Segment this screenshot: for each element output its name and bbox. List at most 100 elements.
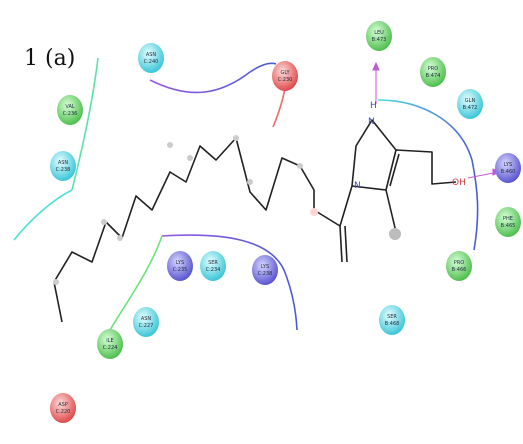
residue-disc: ASP C:220 xyxy=(50,393,76,423)
residue-name: ASP xyxy=(58,402,68,408)
residue-number: B:472 xyxy=(463,105,478,111)
pocket-contours xyxy=(13,57,479,331)
residue-number: C:234 xyxy=(206,267,221,273)
hbond-leu-arrowhead xyxy=(372,61,380,71)
residue-disc: VAL C:236 xyxy=(57,95,83,125)
residue-disc: LYS C:235 xyxy=(167,251,193,281)
contour-bottom xyxy=(161,234,298,331)
residue-disc: GLN B:472 xyxy=(457,89,483,119)
atom-h-top: H xyxy=(370,101,377,111)
residue-name: SER xyxy=(387,314,397,320)
h-atom xyxy=(297,163,303,169)
residue-number: C:227 xyxy=(139,323,154,329)
hydroxyethyl-chain xyxy=(395,149,457,185)
residue-number: C:235 xyxy=(173,267,188,273)
contour-bottom-green xyxy=(109,235,163,331)
residue-disc: ASN C:240 xyxy=(138,43,164,73)
residue-disc-shape xyxy=(138,43,164,73)
residue-name: GLN xyxy=(465,98,476,104)
residue-number: C:224 xyxy=(103,345,118,351)
residue-disc: GLY C:230 xyxy=(272,61,298,91)
h-atom xyxy=(53,279,59,285)
residue-number: C:220 xyxy=(56,409,71,415)
residue-disc-shape xyxy=(420,57,446,87)
residue-disc: PRO B:466 xyxy=(446,251,472,281)
residue-discs: LEU B:473 PRO B:474 GLN B:472 LYS B:460 … xyxy=(50,21,521,423)
residue-name: ILE xyxy=(106,338,113,344)
atom-n-mid: N xyxy=(354,181,361,191)
residue-name: LYS xyxy=(504,162,512,168)
ester-o-blob xyxy=(310,208,318,216)
residue-number: C:230 xyxy=(278,77,293,83)
residue-disc-shape xyxy=(200,251,226,281)
residue-number: B:465 xyxy=(501,223,516,229)
residue-disc: PRO B:474 xyxy=(420,57,446,87)
residue-disc-shape xyxy=(495,153,521,183)
residue-disc: ILE C:224 xyxy=(97,329,123,359)
residue-disc-shape xyxy=(167,251,193,281)
residue-name: SER xyxy=(208,260,218,266)
bond-ring-double xyxy=(389,153,400,187)
residue-number: B:466 xyxy=(452,267,467,273)
residue-name: LEU xyxy=(374,30,384,36)
residue-number: C:240 xyxy=(144,59,159,65)
contour-left-cyan xyxy=(13,189,73,241)
residue-disc: ASN C:238 xyxy=(50,151,76,181)
residue-name: ASN xyxy=(141,316,152,322)
residue-number: B:474 xyxy=(426,73,441,79)
residue-disc: SER B:468 xyxy=(379,305,405,335)
residue-number: C:236 xyxy=(63,111,78,117)
residue-disc-shape xyxy=(50,393,76,423)
bond-ester-o-c xyxy=(313,209,341,227)
residue-disc-shape xyxy=(50,151,76,181)
residue-name: ASN xyxy=(146,52,157,58)
h-atom xyxy=(233,135,239,141)
residue-disc: SER C:234 xyxy=(200,251,226,281)
residue-disc: LYS B:460 xyxy=(495,153,521,183)
residue-disc: LYS C:238 xyxy=(252,255,278,285)
atom-n-top: N xyxy=(368,117,375,127)
residue-name: LYS xyxy=(176,260,184,266)
residue-name: PRO xyxy=(428,66,438,72)
residue-name: LYS xyxy=(261,264,269,270)
residue-disc-shape xyxy=(379,305,405,335)
residue-number: C:238 xyxy=(258,271,273,277)
h-atom xyxy=(247,179,253,185)
bond-carbonyl xyxy=(339,225,343,263)
alkyl-chain xyxy=(53,137,315,323)
h-atom xyxy=(117,235,123,241)
atom-oh: OH xyxy=(452,178,466,188)
ligand-bonds xyxy=(53,119,457,323)
panel-label: 1 (a) xyxy=(24,46,76,71)
residue-disc: ASN C:227 xyxy=(133,307,159,337)
contour-right xyxy=(377,99,479,251)
residue-disc-shape xyxy=(97,329,123,359)
residue-number: B:468 xyxy=(385,321,400,327)
contour-left-green xyxy=(71,57,99,191)
residue-disc: PHE B:465 xyxy=(495,207,521,237)
residue-disc-shape xyxy=(446,251,472,281)
residue-disc-shape xyxy=(272,61,298,91)
h-atom xyxy=(101,219,107,225)
bond-carbonyl-2 xyxy=(344,225,348,263)
residue-disc-shape xyxy=(252,255,278,285)
residue-disc-shape xyxy=(57,95,83,125)
residue-disc-shape xyxy=(457,89,483,119)
h-atom xyxy=(187,155,193,161)
residue-disc-shape xyxy=(366,21,392,51)
residue-number: B:473 xyxy=(372,37,387,43)
bond-ring-methyl xyxy=(385,189,397,233)
residue-number: C:238 xyxy=(56,167,71,173)
methyl-blob xyxy=(389,228,401,240)
h-atom xyxy=(167,142,173,148)
residue-name: ASN xyxy=(58,160,69,166)
residue-name: PRO xyxy=(454,260,464,266)
residue-disc: LEU B:473 xyxy=(366,21,392,51)
residue-name: VAL xyxy=(65,104,75,110)
residue-disc-shape xyxy=(133,307,159,337)
bond-c-n xyxy=(339,185,353,227)
residue-disc-shape xyxy=(495,207,521,237)
residue-number: B:460 xyxy=(501,169,516,175)
contour-top-left xyxy=(149,62,277,94)
